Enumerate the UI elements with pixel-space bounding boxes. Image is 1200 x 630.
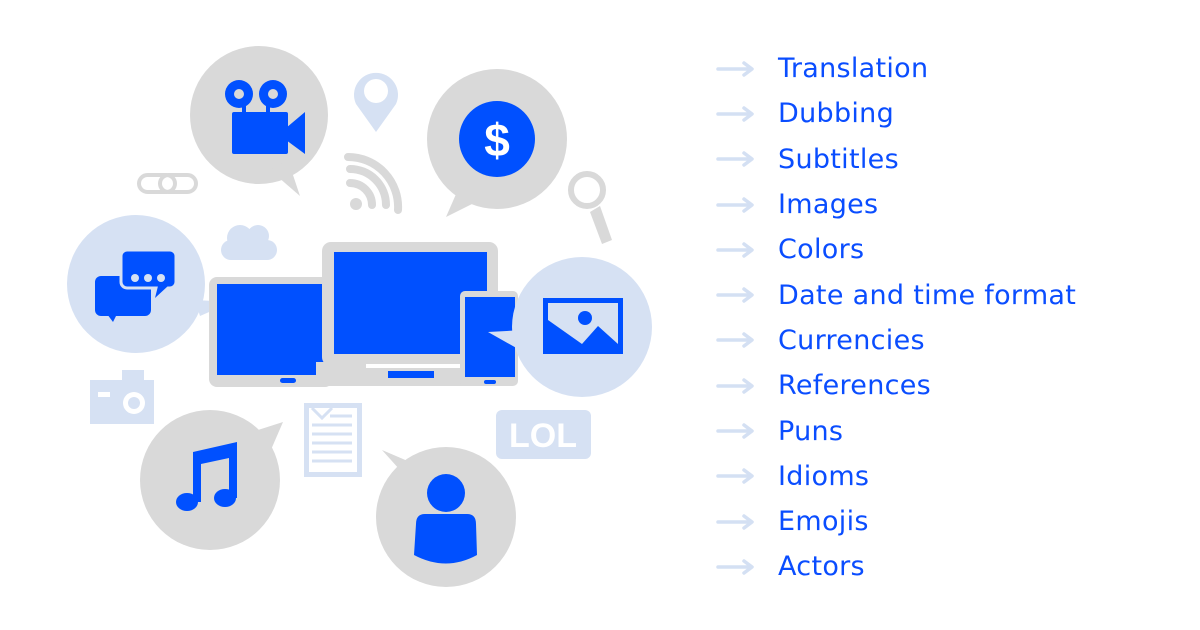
list-item: Translation: [716, 46, 1076, 91]
movie-camera-icon: [225, 80, 305, 154]
feature-label: Date and time format: [778, 279, 1077, 311]
dollar-icon: [459, 101, 535, 177]
feature-label: Puns: [778, 415, 844, 447]
list-item: Puns: [716, 408, 1076, 453]
feature-list: Translation Dubbing Subtitles Images Col…: [716, 46, 1076, 590]
tablet: [209, 277, 333, 387]
currency-bubble: $: [427, 69, 567, 217]
arrow-right-icon: [716, 196, 754, 213]
feature-label: Idioms: [778, 460, 870, 492]
location-pin-icon: [353, 72, 398, 132]
feature-label: Dubbing: [778, 98, 895, 130]
arrow-right-icon: [716, 423, 754, 439]
chat-bubble: [67, 215, 232, 353]
feature-label: Currencies: [778, 324, 925, 356]
list-item: Dubbing: [716, 91, 1076, 136]
arrow-right-icon: [716, 106, 754, 122]
arrow-right-icon: [716, 60, 754, 77]
camera-icon: [90, 370, 154, 424]
image-bubble: [488, 257, 652, 397]
arrow-right-icon: [716, 468, 754, 485]
feature-label: Actors: [778, 551, 865, 583]
music-note-icon: [176, 442, 237, 511]
feature-label: Subtitles: [778, 143, 899, 175]
localization-illustration: LOL $: [67, 46, 652, 587]
chat-icon: [95, 248, 178, 322]
feature-label: Emojis: [778, 506, 869, 538]
arrow-right-icon: [716, 377, 754, 394]
list-item: Subtitles: [716, 137, 1076, 182]
svg-text:LOL: LOL: [509, 417, 577, 455]
list-item: Actors: [716, 544, 1076, 589]
video-camera-bubble: [190, 46, 328, 196]
arrow-right-icon: [716, 287, 754, 303]
rss-feed-icon: [344, 152, 403, 214]
feature-label: Images: [778, 189, 879, 221]
music-bubble: [140, 410, 283, 550]
devices-group: [209, 242, 518, 387]
list-item: Idioms: [716, 454, 1076, 499]
person-icon: [414, 474, 477, 564]
arrow-right-icon: [716, 513, 754, 530]
feature-label: References: [778, 370, 932, 402]
list-item: Date and time format: [716, 272, 1076, 317]
person-bubble: [376, 447, 516, 587]
list-item: Colors: [716, 227, 1076, 272]
link-icon: [137, 173, 198, 194]
svg-text:$: $: [484, 114, 510, 166]
arrow-right-icon: [716, 332, 754, 349]
list-item: Currencies: [716, 318, 1076, 363]
arrow-right-icon: [716, 559, 754, 575]
document-icon: [304, 403, 362, 477]
list-item: Images: [716, 182, 1076, 227]
search-icon: [568, 171, 612, 244]
arrow-right-icon: [716, 151, 754, 167]
picture-icon: [543, 298, 623, 354]
list-item: Emojis: [716, 499, 1076, 544]
list-item: References: [716, 363, 1076, 408]
cloud-icon: [221, 225, 277, 260]
feature-label: Colors: [778, 234, 865, 266]
arrow-right-icon: [716, 242, 754, 258]
lol-badge: LOL: [496, 410, 591, 459]
feature-label: Translation: [778, 53, 929, 85]
